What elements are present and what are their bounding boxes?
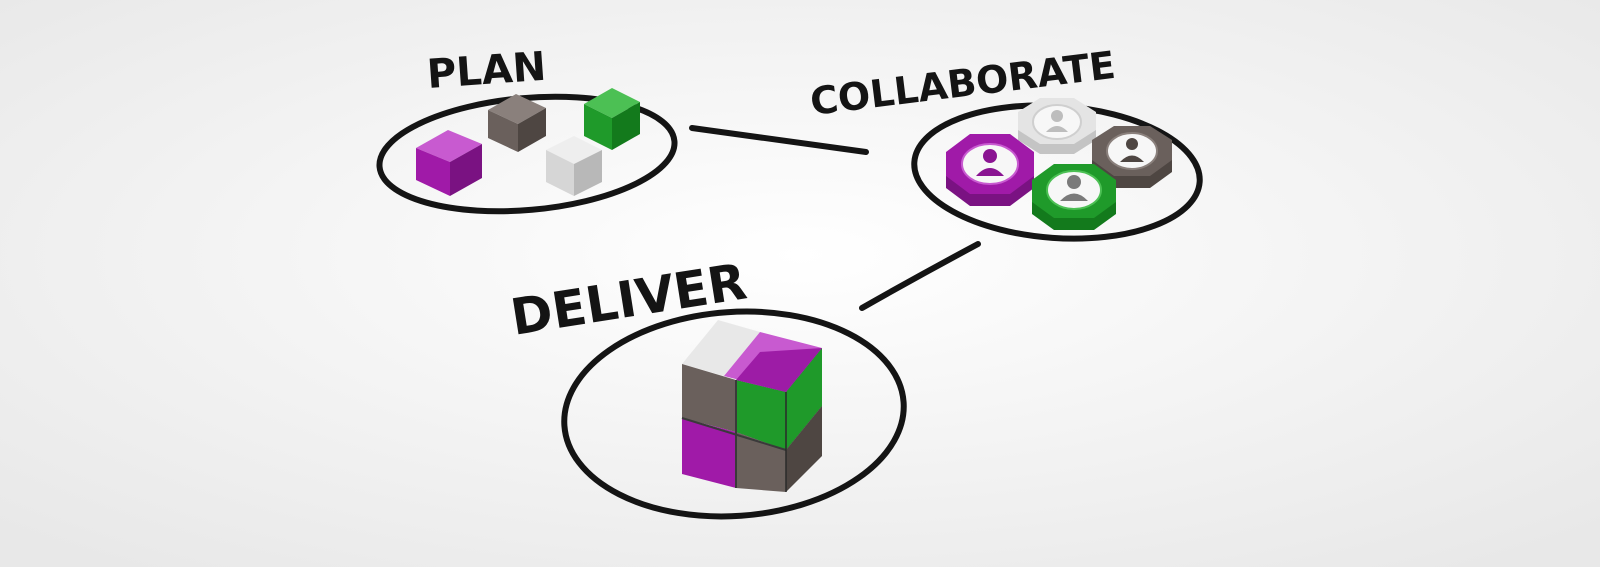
plan-label: PLAN: [425, 44, 547, 98]
connector-plan-collaborate: [689, 125, 869, 155]
connector-collaborate-deliver: [859, 241, 981, 311]
dark-gray-cube: [488, 94, 546, 152]
cube-green-top: [736, 380, 786, 450]
green-cube: [584, 88, 640, 150]
plan-group: PLAN: [376, 44, 678, 215]
deliver-group: DELIVER: [507, 252, 907, 520]
person-icon: [1051, 110, 1063, 122]
person-token-light-gray: [1018, 98, 1096, 154]
person-icon: [983, 149, 997, 163]
stacked-cube: [681, 320, 822, 492]
person-icon: [1126, 138, 1138, 150]
person-token-purple: [946, 134, 1034, 206]
light-gray-cube: [546, 136, 602, 196]
person-token-dark-gray: [1092, 126, 1172, 188]
purple-cube: [416, 130, 482, 196]
cube-dark-gray-top: [682, 364, 736, 432]
cube-purple-bottom: [682, 418, 736, 488]
deliver-circle: [561, 308, 907, 520]
person-icon: [1067, 175, 1081, 189]
person-token-green: [1032, 164, 1116, 230]
